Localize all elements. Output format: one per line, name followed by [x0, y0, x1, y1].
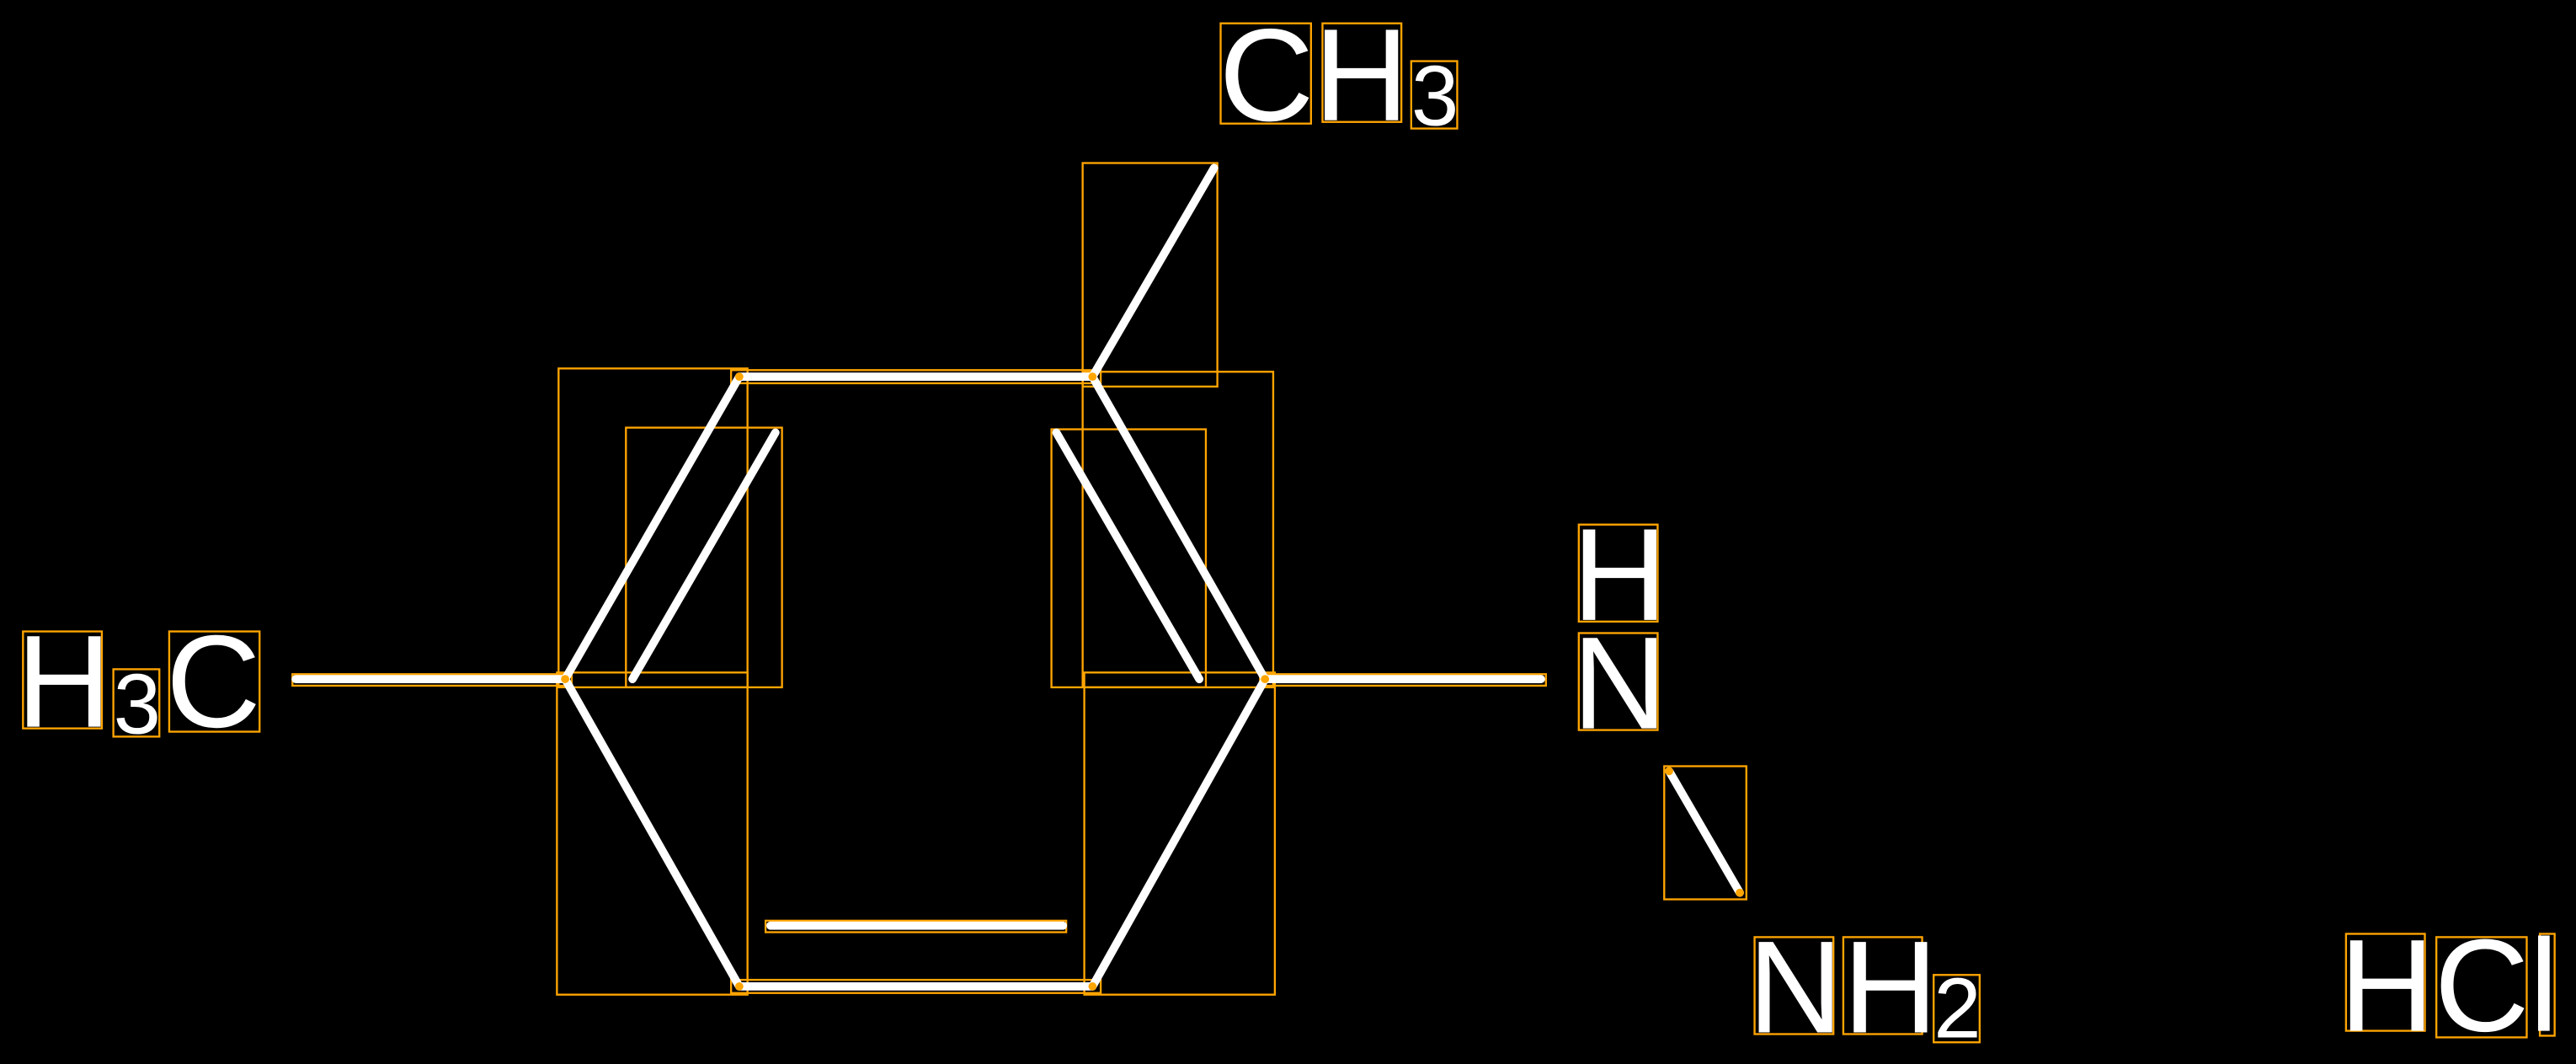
label-salt: HCl	[2339, 913, 2558, 1060]
n-n-bond	[1665, 767, 1744, 897]
nh-h-label: H	[1572, 502, 1667, 649]
ring-bond-upper-left	[561, 372, 744, 683]
ring-bond-lower-left	[561, 675, 744, 991]
ring-bond-upper-right	[1088, 372, 1270, 683]
bonds	[291, 163, 1744, 991]
double-bond-inner-right	[1052, 428, 1204, 683]
atom-dots	[561, 372, 1744, 991]
methyl-left-subscript: 3	[114, 656, 161, 751]
methyl-top-bond	[1088, 163, 1219, 382]
hcl-label: HCl	[2339, 913, 2558, 1060]
methyl-left-c: C	[166, 609, 261, 756]
amine-label: NH	[1748, 915, 1938, 1061]
methyl-top-subscript: 3	[1411, 49, 1459, 144]
ring-bond-lower-right	[1088, 675, 1270, 991]
methyl-top-label: CH	[1219, 3, 1409, 149]
double-bond-inner-left	[628, 428, 780, 683]
label-methyl-top: CH 3	[1219, 3, 1459, 149]
label-amine: NH 2	[1748, 915, 1981, 1061]
methyl-left-h: H	[17, 609, 112, 756]
label-methyl-left: H 3 C	[17, 609, 261, 756]
amine-subscript: 2	[1933, 960, 1981, 1056]
label-nh: H N	[1572, 502, 1667, 757]
nh-n-label: N	[1572, 611, 1667, 757]
